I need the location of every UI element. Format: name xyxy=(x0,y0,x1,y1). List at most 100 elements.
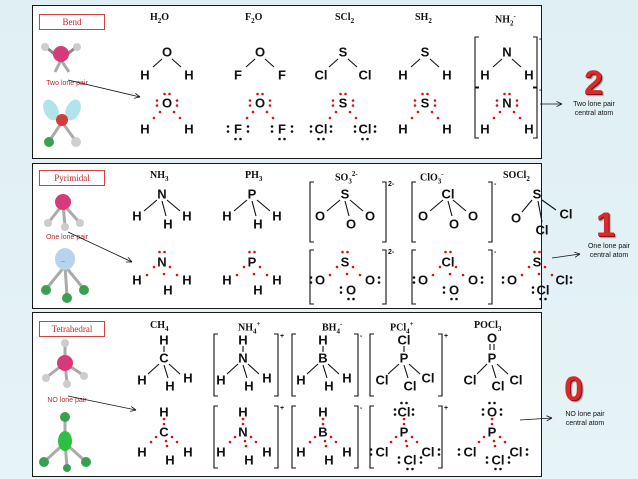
electron-dot xyxy=(351,104,355,107)
electron-dot xyxy=(175,273,179,277)
electron-dot xyxy=(248,104,252,107)
electron-dot xyxy=(495,104,499,107)
atom-h: H xyxy=(140,122,149,137)
lone-pair-dot xyxy=(488,401,491,405)
lone-pair-dot xyxy=(397,461,401,464)
atom-s: S xyxy=(533,255,542,270)
atom-o: O xyxy=(365,273,375,288)
electron-dot xyxy=(265,110,269,114)
atom-h: H xyxy=(165,379,174,394)
electron-dot xyxy=(249,435,253,439)
bond-line xyxy=(429,199,444,212)
electron-dot xyxy=(175,440,179,444)
electron-dot xyxy=(410,435,414,439)
electron-dot xyxy=(248,99,252,102)
lone-pair-dot xyxy=(457,453,461,456)
electron-dot xyxy=(162,422,166,426)
tetrahedral-formula-2: NH4+ xyxy=(238,320,261,336)
electron-dot xyxy=(490,422,494,426)
bond-line xyxy=(403,364,409,379)
electron-dot xyxy=(508,92,511,96)
bracket-right xyxy=(533,36,538,88)
atom-cl: Cl xyxy=(422,445,435,460)
bond-line xyxy=(476,363,488,375)
electron-dot xyxy=(158,250,161,254)
lone-pair-dot xyxy=(480,281,484,284)
bracket-right xyxy=(354,333,359,397)
pyramidal-formula-4: ClO3- xyxy=(420,170,444,186)
atom-h: H xyxy=(296,445,305,460)
atom-cl: Cl xyxy=(492,453,505,468)
bracket-left xyxy=(474,36,479,88)
bond-line xyxy=(161,200,167,217)
atom-cl: Cl xyxy=(359,68,372,83)
atom-h: H xyxy=(183,371,192,386)
bend-formula-3: SCl2 xyxy=(335,12,355,25)
atom-o: O xyxy=(346,283,356,298)
atom-o: O xyxy=(468,209,478,224)
lone-pair-dot xyxy=(499,467,502,471)
electron-dot xyxy=(341,250,344,254)
lone-pair-dot xyxy=(525,448,529,451)
bend-formula-2: F2O xyxy=(245,12,263,25)
atom-n: N xyxy=(157,187,166,202)
bent-lone-pair-model-icon xyxy=(43,99,81,147)
electron-dot xyxy=(503,440,507,444)
tetrahedral-molecule-model-icon xyxy=(42,339,88,388)
charge-label: + xyxy=(280,333,284,340)
bond-line xyxy=(247,363,260,375)
bond-line xyxy=(447,200,453,217)
electron-dot xyxy=(172,110,176,114)
lone-pair-dot xyxy=(493,401,496,405)
bond-line xyxy=(327,363,340,375)
lone-pair-dot xyxy=(353,130,357,133)
svg-text:..: .. xyxy=(61,257,65,264)
atom-h: H xyxy=(442,68,451,83)
lone-pair-dot xyxy=(485,461,489,464)
bracket-left xyxy=(309,249,314,305)
atom-h: H xyxy=(137,445,146,460)
bracket-left xyxy=(411,181,416,243)
atom-h: H xyxy=(132,273,141,288)
bond-line xyxy=(147,363,160,375)
lone-pair-dot xyxy=(411,467,414,471)
lone-pair-dot xyxy=(539,297,542,301)
atom-h: H xyxy=(163,283,172,298)
electron-dot xyxy=(416,110,420,114)
electron-dot xyxy=(477,440,481,444)
atom-cl: Cl xyxy=(556,273,569,288)
lone-pair-dot xyxy=(499,408,503,411)
electron-dot xyxy=(268,99,272,102)
electron-dot xyxy=(321,417,325,421)
lone-pair-dot xyxy=(309,130,313,133)
arrow-head xyxy=(546,415,553,422)
atom-h: H xyxy=(165,453,174,468)
atom-n: N xyxy=(502,96,511,111)
charge-label: - xyxy=(539,87,542,94)
bond-line xyxy=(251,200,257,217)
atom-cl: Cl xyxy=(315,122,328,137)
atom-o: O xyxy=(487,405,497,420)
electron-dot xyxy=(324,444,328,448)
tetrahedral-formula-5: POCl3 xyxy=(474,320,502,333)
electron-dot xyxy=(389,440,393,444)
atom-f: F xyxy=(234,68,242,83)
bracket-left xyxy=(213,333,218,397)
atom-h: H xyxy=(324,379,333,394)
atom-h: H xyxy=(262,445,271,460)
electron-dot xyxy=(170,435,174,439)
atom-b: B xyxy=(318,351,327,366)
electron-dot xyxy=(433,99,437,102)
electron-dot xyxy=(251,110,255,114)
bracket-right xyxy=(438,405,443,469)
atom-o: O xyxy=(468,273,478,288)
atom-o: O xyxy=(162,45,172,60)
atom-cl: Cl xyxy=(398,405,411,420)
atom-cl: Cl xyxy=(359,122,372,137)
electron-dot xyxy=(533,250,536,254)
lone-pair-dot xyxy=(290,125,294,128)
atom-h: H xyxy=(182,273,191,288)
bond-line xyxy=(328,58,339,68)
atom-h: H xyxy=(238,333,247,348)
electron-dot xyxy=(345,272,349,276)
